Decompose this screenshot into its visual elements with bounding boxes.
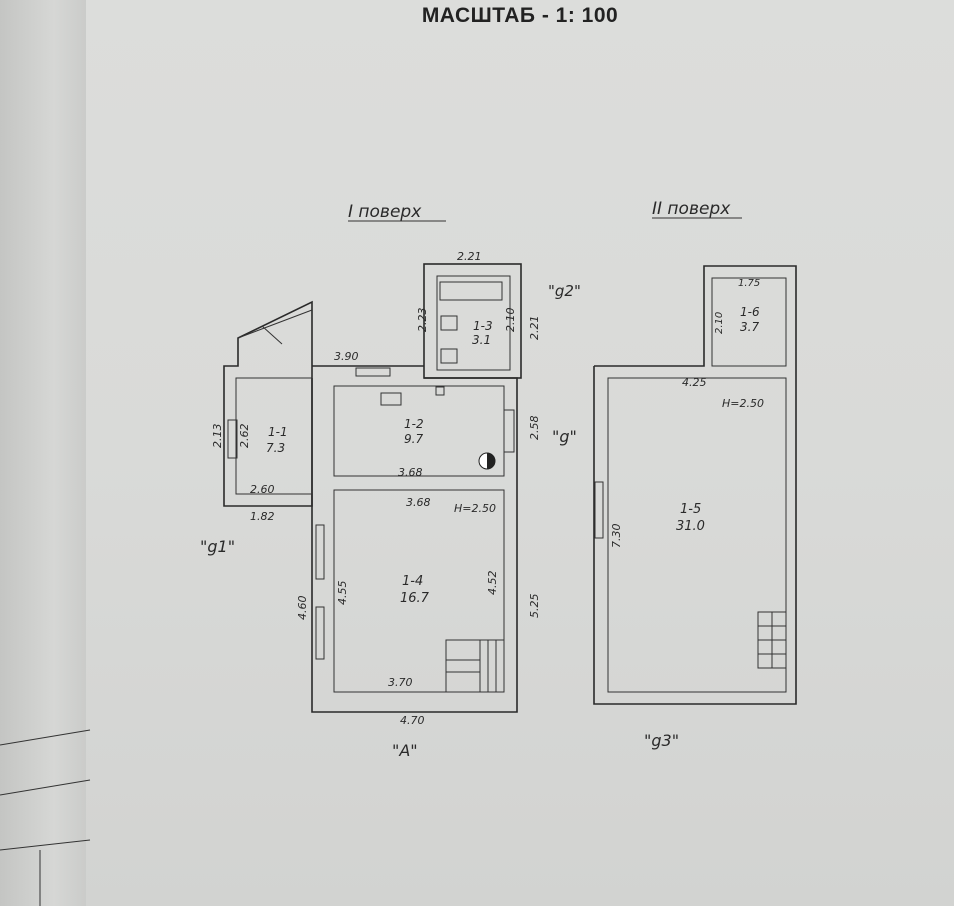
scale-title: МАСШТАБ - 1: 100 (421, 4, 619, 27)
dim-210-b: 2.10 (714, 312, 725, 334)
bathtub (439, 281, 503, 301)
window-1-1 (227, 419, 238, 459)
dim-460: 4.60 (296, 596, 309, 621)
dim-368-b: 3.68 (406, 496, 431, 509)
room-id-1-5: 1-5 (680, 502, 701, 517)
stove (380, 392, 402, 406)
sink-kitchen (435, 386, 445, 396)
staircase-1 (445, 639, 505, 693)
room-id-1-6: 1-6 (740, 305, 760, 319)
room-area-1-5: 31.0 (676, 519, 705, 534)
floor-1-label: I поверх (348, 202, 422, 222)
dim-213: 2.13 (211, 424, 224, 449)
porch-door (261, 325, 283, 345)
window-2-left (594, 481, 604, 539)
dim-455: 4.55 (336, 581, 349, 606)
room-1-1-inner (235, 377, 313, 495)
window-right-1-2 (503, 409, 515, 453)
room-area-1-2: 9.7 (404, 432, 423, 446)
marker-g3: "g3" (644, 731, 679, 750)
room-area-1-4: 16.7 (400, 591, 430, 606)
marker-g: "g" (552, 427, 577, 446)
room-1-1-outer (223, 300, 313, 507)
floor-2-outer (593, 265, 797, 705)
window-left-1 (315, 524, 325, 580)
dim-h250-b: H=2.50 (722, 397, 764, 410)
room-id-1-1: 1-1 (268, 425, 288, 439)
room-1-6 (711, 277, 787, 367)
dim-370: 3.70 (388, 676, 413, 689)
marker-g2: "g2" (548, 282, 581, 300)
dim-368-a: 3.68 (398, 466, 423, 479)
room-area-1-1: 7.3 (266, 441, 285, 455)
dim-262: 2.62 (238, 424, 251, 449)
left-page-lines (0, 729, 91, 906)
dim-470: 4.70 (400, 714, 425, 727)
room-1-3-inner (436, 275, 511, 371)
dim-425: 4.25 (682, 376, 707, 389)
floor-1-plan (223, 263, 522, 713)
adjacent-page (0, 0, 90, 906)
dim-210-a: 2.10 (504, 308, 517, 333)
marker-g1: "g1" (200, 537, 235, 556)
dim-221-right: 2.21 (528, 316, 541, 341)
room-1-5 (607, 377, 787, 693)
room-1-4 (333, 489, 505, 693)
dim-452: 4.52 (486, 571, 499, 596)
window-top-1-2 (355, 367, 391, 377)
dim-175: 1.75 (738, 278, 760, 289)
room-id-1-2: 1-2 (404, 417, 424, 431)
dim-182: 1.82 (250, 510, 275, 523)
plan-sheet (86, 0, 954, 906)
floor-2-label: II поверх (652, 199, 731, 219)
toilet (440, 348, 458, 364)
dim-260: 2.60 (250, 483, 275, 496)
dim-390: 3.90 (334, 350, 359, 363)
sink (440, 315, 458, 331)
room-area-1-6: 3.7 (740, 320, 759, 334)
dim-258: 2.58 (528, 416, 541, 441)
window-left-2 (315, 606, 325, 660)
dim-221-top: 2.21 (457, 250, 482, 263)
dim-525: 5.25 (528, 594, 541, 619)
dim-730: 7.30 (610, 524, 623, 549)
room-1-2 (333, 385, 505, 477)
room-area-1-3: 3.1 (472, 333, 491, 347)
boiler-fill (487, 453, 495, 469)
room-id-1-3: 1-3 (473, 319, 493, 333)
dim-223: 2.23 (416, 308, 429, 333)
dim-h250-a: H=2.50 (454, 502, 496, 515)
porch-line (237, 309, 313, 339)
floor-2-plan (593, 265, 797, 705)
room-id-1-4: 1-4 (402, 574, 423, 589)
marker-A: "A" (392, 741, 418, 760)
